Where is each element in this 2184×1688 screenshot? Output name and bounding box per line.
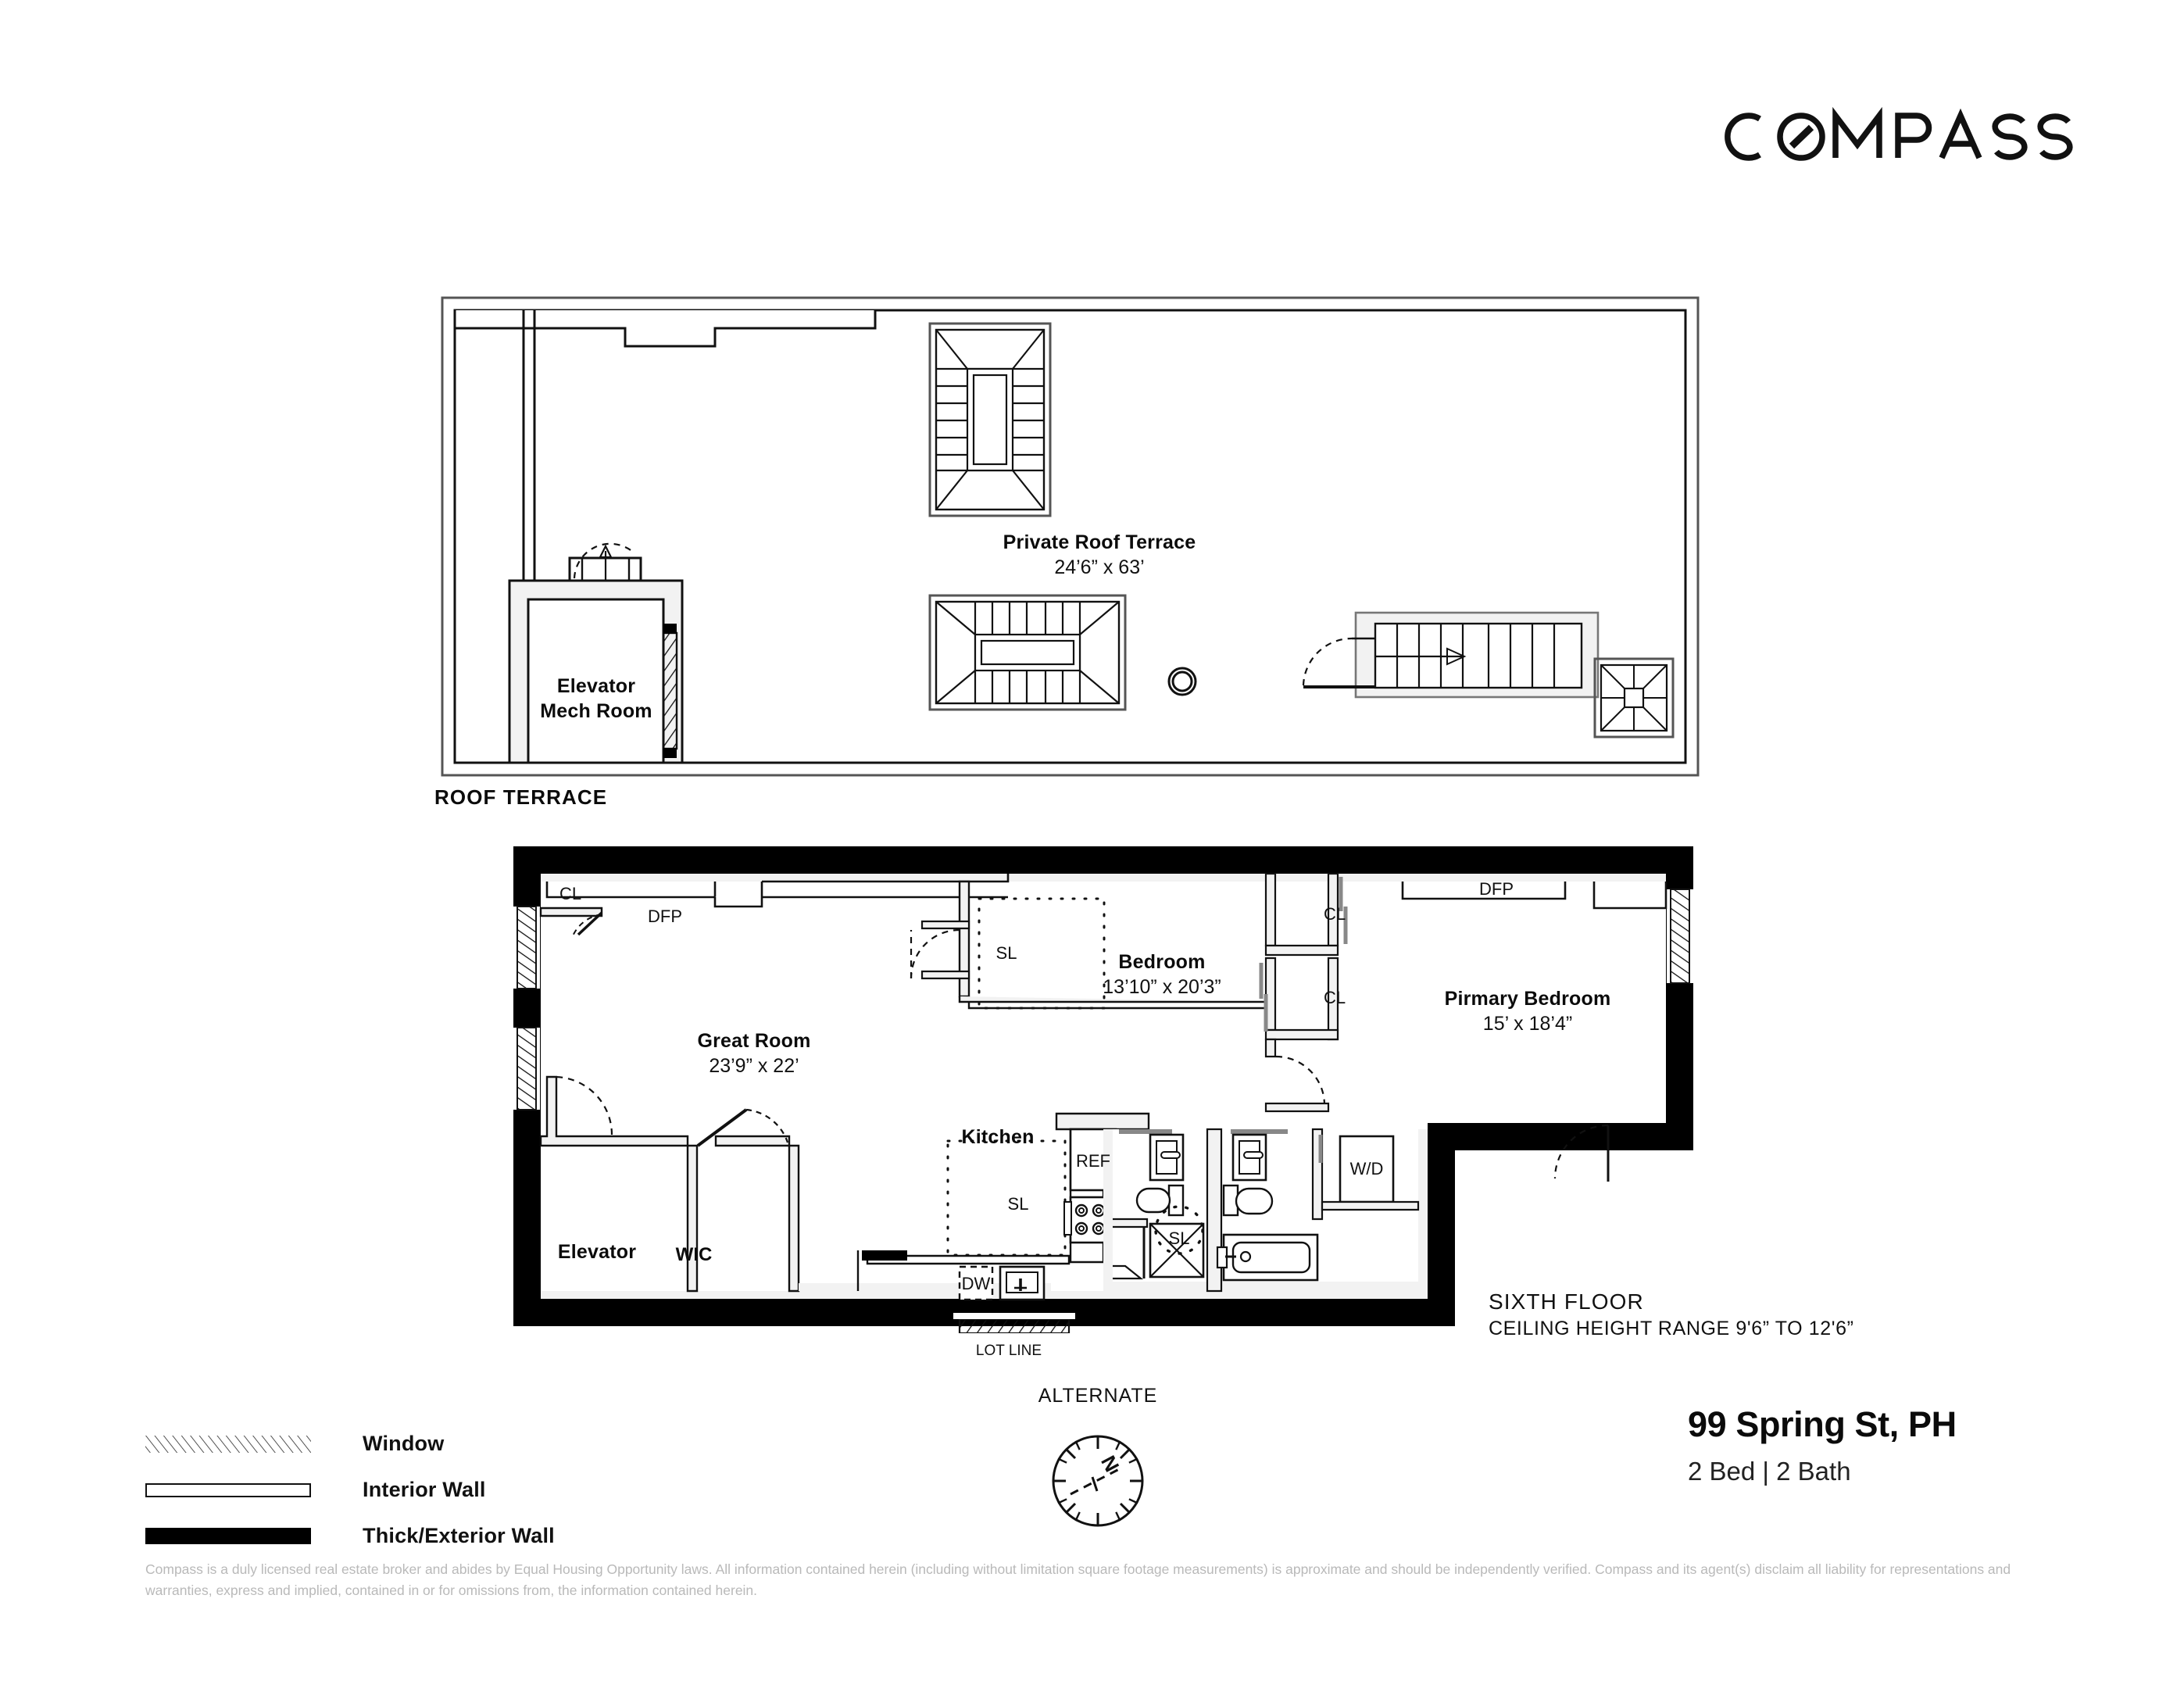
door-primary-bedroom [1264,1038,1330,1113]
tag-closet-bedroom-lower: CL [1323,988,1346,1007]
legend-item-window: Window [145,1421,630,1467]
room-dim-great-room: 23’9” x 22’ [709,1055,799,1077]
compass-north-letter: N [1096,1452,1124,1476]
legend-item-interior-wall: Interior Wall [145,1467,630,1513]
legend: Window Interior Wall Thick/Exterior Wall [145,1421,630,1559]
property-address: 99 Spring St, PH [1688,1404,1957,1444]
legend-label-interior-wall: Interior Wall [363,1478,486,1501]
tag-skylight-kitchen: SL [1007,1194,1029,1214]
room-dim-primary-bedroom: 15’ x 18’4” [1482,1013,1573,1035]
room-label-elevator-mech-room-line1: Elevator [556,675,636,697]
thick-wall-swatch [145,1528,311,1544]
tag-dishwasher: DW [961,1274,991,1293]
room-label-wic: WIC [675,1244,713,1265]
roof-hatch-corner [1593,657,1675,738]
tag-dfp-right: DFP [1479,879,1514,899]
section-title-roof-terrace: ROOF TERRACE [434,785,608,809]
compass-logo [1717,102,2076,172]
property-beds-baths: 2 Bed | 2 Bath [1688,1457,1851,1486]
skylight-upper [928,322,1052,517]
window-hatch-swatch [145,1435,311,1453]
window-left-lower [513,1027,540,1110]
legal-disclaimer: Compass is a duly licensed real estate b… [145,1561,2011,1598]
tag-washer-dryer: W/D [1349,1159,1384,1178]
room-label-private-roof-terrace: Private Roof Terrace [1003,531,1196,553]
label-lot-line: LOT LINE [975,1343,1042,1359]
legend-label-window: Window [363,1432,445,1455]
room-label-bedroom: Bedroom [1118,951,1206,973]
tag-skylight-bedroom: SL [995,943,1017,963]
roof-drain-icon [1167,667,1197,696]
room-dim-private-roof-terrace: 24’6” x 63’ [1054,556,1145,578]
elevator-mech-room-structure [508,542,684,764]
tag-dfp-left: DFP [648,907,682,926]
floor-title: SIXTH FLOOR [1489,1289,1644,1314]
window-left-upper [513,906,540,989]
room-label-kitchen: Kitchen [961,1126,1035,1148]
roof-stair-bulkhead [1302,611,1600,699]
legend-item-thick-wall: Thick/Exterior Wall [145,1513,630,1559]
room-label-great-room: Great Room [697,1030,811,1052]
room-label-elevator: Elevator [557,1241,637,1263]
door-primary-entry [1553,1124,1610,1182]
legend-label-thick-wall: Thick/Exterior Wall [363,1524,555,1547]
bathrooms-group [1103,1128,1428,1293]
window-right [1667,889,1693,984]
tag-skylight-bath: SL [1168,1228,1190,1248]
tag-refrigerator: REF [1076,1151,1110,1171]
tag-closet-bedroom-upper: CL [1323,904,1346,924]
room-label-primary-bedroom: Pirmary Bedroom [1444,988,1611,1010]
interior-wall-swatch [145,1482,311,1497]
room-dim-bedroom: 13’10” x 20’3” [1103,976,1221,998]
floor-ceiling-height: CEILING HEIGHT RANGE 9'6” TO 12'6” [1489,1318,1854,1339]
label-alternate: ALTERNATE [1038,1385,1158,1407]
title-block: 99 Spring St, PH 2 Bed | 2 Bath [1688,1407,2172,1484]
tag-closet-great-room: CL [559,884,582,903]
interior-floor-area [541,874,1666,1299]
closet-upper-left [539,907,603,939]
room-label-elevator-mech-room-line2: Mech Room [540,700,652,722]
skylight-lower [928,594,1127,711]
compass-rose: N [1047,1430,1149,1532]
